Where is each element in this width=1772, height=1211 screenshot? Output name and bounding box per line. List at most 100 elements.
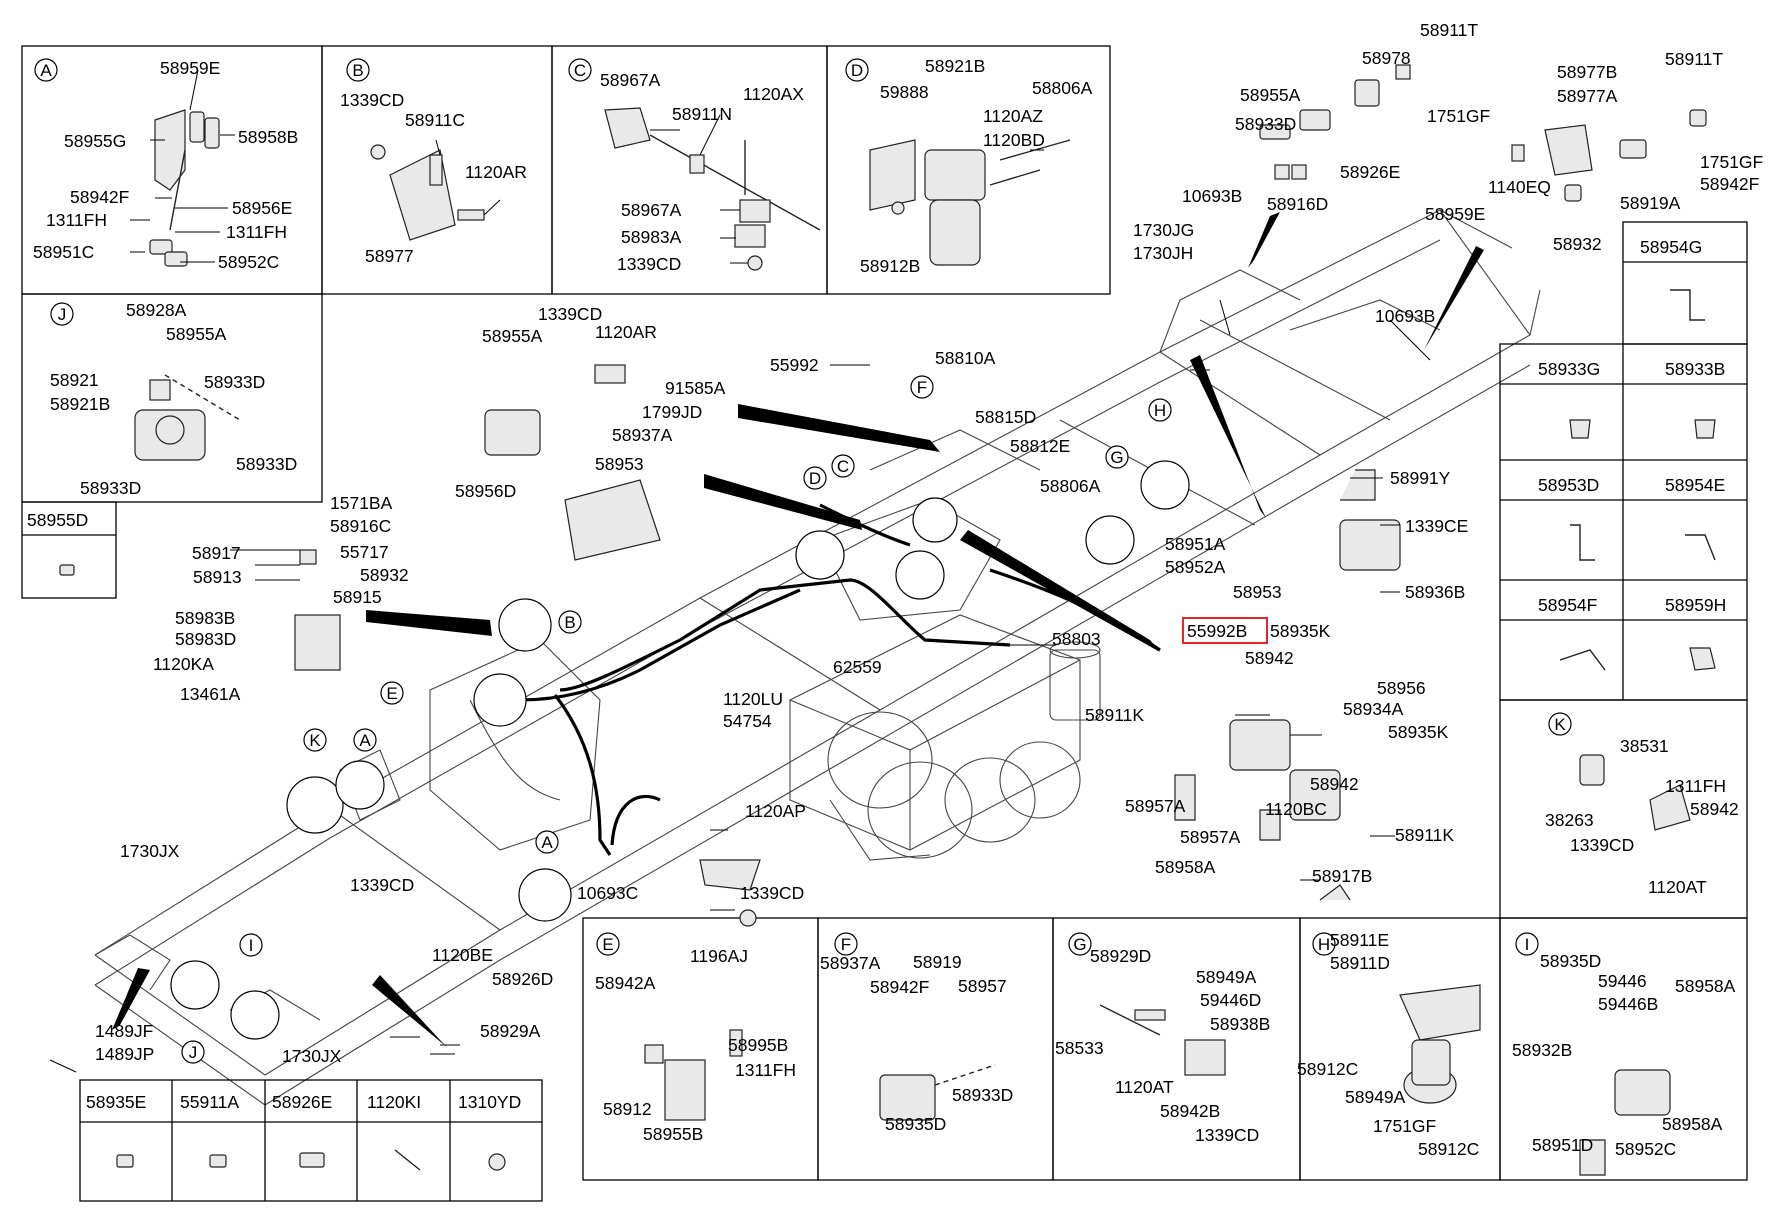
- svg-text:58934A: 58934A: [1343, 699, 1404, 719]
- svg-text:1120KA: 1120KA: [153, 654, 214, 674]
- svg-text:13461A: 13461A: [180, 684, 241, 704]
- svg-text:1751GF: 1751GF: [1373, 1116, 1436, 1136]
- svg-text:1311FH: 1311FH: [46, 210, 107, 230]
- svg-text:58938B: 58938B: [1210, 1014, 1270, 1034]
- right-parts-grid: [1499, 221, 1748, 701]
- letter-A: A: [40, 61, 52, 80]
- svg-text:58919A: 58919A: [1620, 193, 1681, 213]
- svg-text:58935E: 58935E: [86, 1092, 146, 1112]
- svg-text:58937A: 58937A: [820, 953, 881, 973]
- svg-text:1140EQ: 1140EQ: [1488, 177, 1551, 197]
- svg-text:58929D: 58929D: [1090, 946, 1151, 966]
- svg-text:1120AR: 1120AR: [595, 322, 657, 342]
- svg-text:58958A: 58958A: [1662, 1114, 1723, 1134]
- svg-text:58912: 58912: [603, 1099, 652, 1119]
- svg-text:58942: 58942: [1690, 799, 1739, 819]
- svg-text:58952C: 58952C: [218, 252, 279, 272]
- svg-text:J: J: [58, 305, 67, 324]
- svg-text:55717: 55717: [340, 542, 389, 562]
- svg-text:58933B: 58933B: [1665, 359, 1725, 379]
- svg-text:58954G: 58954G: [1640, 237, 1702, 257]
- svg-text:58935K: 58935K: [1270, 621, 1331, 641]
- svg-text:1339CD: 1339CD: [538, 304, 602, 324]
- svg-text:58917: 58917: [192, 543, 241, 563]
- svg-text:1120BE: 1120BE: [432, 945, 493, 965]
- svg-text:91585A: 91585A: [665, 378, 726, 398]
- svg-text:1120AT: 1120AT: [1115, 1077, 1174, 1097]
- svg-text:58926E: 58926E: [272, 1092, 332, 1112]
- svg-text:58929A: 58929A: [480, 1021, 541, 1041]
- svg-text:58951A: 58951A: [1165, 534, 1226, 554]
- svg-text:1339CD: 1339CD: [1195, 1125, 1259, 1145]
- svg-text:58953: 58953: [1233, 582, 1282, 602]
- svg-text:58953D: 58953D: [1538, 475, 1599, 495]
- circle-callouts: [170, 460, 1190, 1040]
- svg-text:58921B: 58921B: [50, 394, 110, 414]
- single-part-box: [21, 501, 117, 599]
- svg-text:55992: 55992: [770, 355, 819, 375]
- callout-letter-F-inset: F: [834, 932, 858, 956]
- svg-text:1339CD: 1339CD: [617, 254, 681, 274]
- svg-text:58911K: 58911K: [1395, 825, 1454, 845]
- part-illustrations: [59, 64, 1716, 1176]
- svg-text:H: H: [1318, 935, 1330, 954]
- callout-letter-K-inset: K: [1548, 712, 1572, 736]
- svg-text:10693B: 10693B: [1375, 306, 1435, 326]
- svg-text:F: F: [841, 935, 851, 954]
- svg-text:58977B: 58977B: [1557, 62, 1617, 82]
- svg-text:1120AR: 1120AR: [465, 162, 527, 182]
- svg-text:G: G: [1073, 935, 1086, 954]
- svg-text:1489JP: 1489JP: [95, 1044, 154, 1064]
- svg-text:58983B: 58983B: [175, 608, 235, 628]
- svg-text:58942F: 58942F: [70, 187, 129, 207]
- svg-text:58956E: 58956E: [232, 198, 292, 218]
- svg-text:58912C: 58912C: [1418, 1139, 1479, 1159]
- svg-text:58932: 58932: [360, 565, 409, 585]
- svg-text:54754: 54754: [723, 711, 772, 731]
- svg-text:A: A: [359, 731, 371, 750]
- svg-text:1311FH: 1311FH: [226, 222, 287, 242]
- svg-text:58933D: 58933D: [1235, 114, 1296, 134]
- callout-letter-G-inset: G: [1068, 932, 1092, 956]
- svg-text:58915: 58915: [333, 587, 382, 607]
- label: 58959E: [160, 58, 220, 78]
- svg-text:38263: 38263: [1545, 810, 1594, 830]
- svg-text:58935D: 58935D: [885, 1114, 946, 1134]
- svg-text:1120AP: 1120AP: [745, 801, 806, 821]
- svg-text:58933G: 58933G: [1538, 359, 1600, 379]
- svg-text:58806A: 58806A: [1032, 78, 1093, 98]
- svg-text:K: K: [309, 731, 321, 750]
- svg-text:B: B: [352, 61, 363, 80]
- part-labels: 58959E 58955G 58958B 58942F 58956E 1311F…: [27, 20, 1763, 1159]
- svg-text:58911T: 58911T: [1420, 20, 1478, 40]
- svg-text:58955A: 58955A: [1240, 85, 1301, 105]
- svg-text:1730JH: 1730JH: [1133, 243, 1193, 263]
- svg-text:58955A: 58955A: [166, 324, 227, 344]
- svg-text:58933D: 58933D: [80, 478, 141, 498]
- svg-text:58911E: 58911E: [1330, 930, 1389, 950]
- svg-text:1751GF: 1751GF: [1700, 152, 1763, 172]
- svg-text:1489JF: 1489JF: [95, 1021, 153, 1041]
- bottom-parts-table: [79, 1079, 543, 1202]
- svg-text:58935K: 58935K: [1388, 722, 1449, 742]
- svg-text:58921: 58921: [50, 370, 99, 390]
- callout-letter-J: J: [50, 302, 74, 326]
- svg-text:62559: 62559: [833, 657, 882, 677]
- svg-text:58937A: 58937A: [612, 425, 673, 445]
- callout-letter-E-inset: E: [596, 932, 620, 956]
- svg-text:58977A: 58977A: [1557, 86, 1618, 106]
- svg-text:58916C: 58916C: [330, 516, 391, 536]
- svg-text:58810A: 58810A: [935, 348, 996, 368]
- svg-text:58983A: 58983A: [621, 227, 682, 247]
- svg-text:58533: 58533: [1055, 1038, 1104, 1058]
- svg-text:58967A: 58967A: [621, 200, 682, 220]
- svg-text:59888: 59888: [880, 82, 929, 102]
- leader-lines: [49, 69, 1431, 1073]
- svg-text:58983D: 58983D: [175, 629, 236, 649]
- svg-text:58942B: 58942B: [1160, 1101, 1220, 1121]
- svg-text:1120AT: 1120AT: [1648, 877, 1707, 897]
- svg-text:58815D: 58815D: [975, 407, 1036, 427]
- svg-text:1311FH: 1311FH: [1665, 776, 1726, 796]
- svg-text:58995B: 58995B: [728, 1035, 788, 1055]
